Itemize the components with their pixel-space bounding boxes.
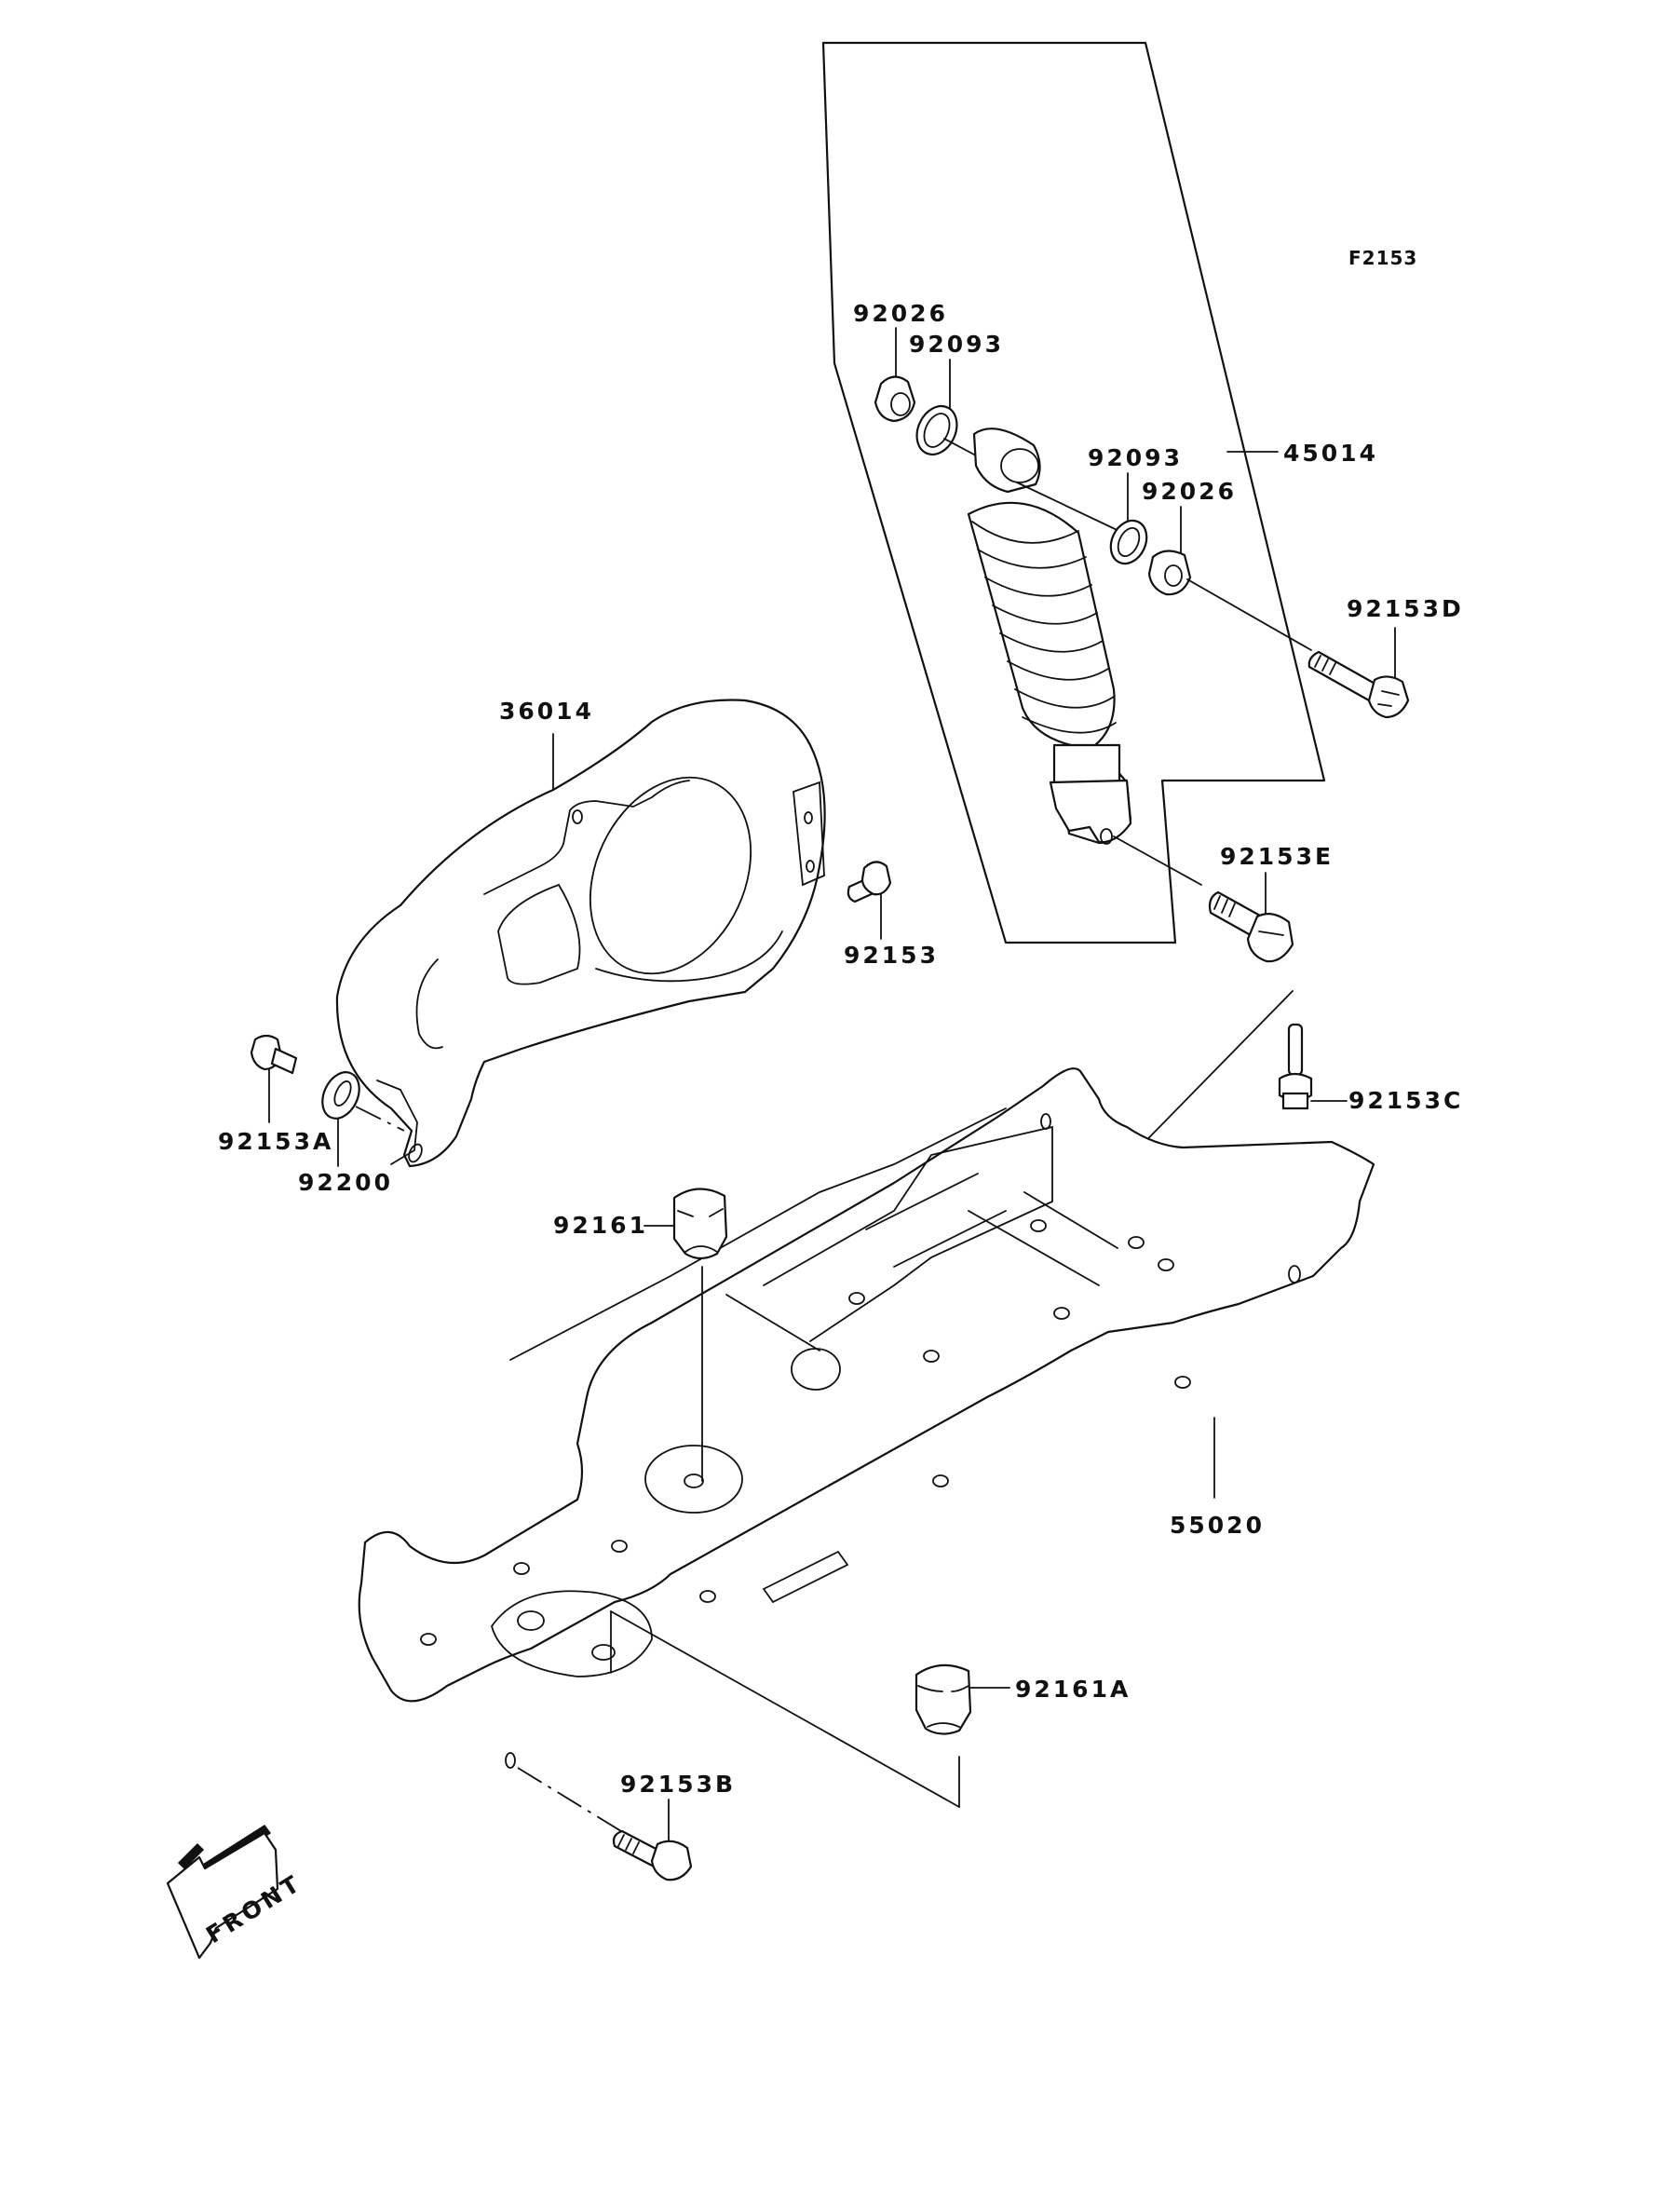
label-92161: 92161 <box>553 1212 648 1239</box>
damper-92161A-part <box>915 1664 972 1735</box>
shock-absorber-part <box>967 428 1132 845</box>
washer-92200-part <box>321 1071 360 1120</box>
belt-cover-part <box>335 699 826 1168</box>
label-92026-left: 92026 <box>853 300 948 327</box>
axis-line-right <box>1016 482 1128 536</box>
front-direction-arrow: FRONT <box>166 1824 307 1960</box>
label-55020: 55020 <box>1170 1512 1265 1539</box>
bolt-92153C-part <box>1278 1023 1313 1110</box>
axis-line-top <box>943 438 975 455</box>
axis-line-upper-bolt <box>1186 578 1312 651</box>
axis-line-lower-bolt <box>1113 835 1202 886</box>
frame-guard-part <box>358 1067 1375 1769</box>
bolt-92153E-part <box>1208 890 1294 963</box>
damper-92161-part <box>672 1188 728 1260</box>
diagram-reference-code: F2153 <box>1348 247 1417 269</box>
label-36014: 36014 <box>499 698 594 725</box>
label-92153D: 92153D <box>1347 595 1464 622</box>
seal-left-part <box>915 405 958 455</box>
seal-right-part <box>1109 519 1148 565</box>
collar-right-part <box>1147 550 1192 596</box>
assembly-outline <box>821 41 1326 944</box>
axis-line-92161A <box>610 1610 960 1808</box>
bolt-92153D-part <box>1307 650 1410 719</box>
label-92153: 92153 <box>844 942 939 969</box>
label-45014: 45014 <box>1283 440 1378 467</box>
bolt-92153B-part <box>612 1829 693 1881</box>
label-92026-right: 92026 <box>1142 478 1237 505</box>
label-92153B: 92153B <box>620 1771 736 1798</box>
label-92093-right: 92093 <box>1088 444 1183 471</box>
bolt-92153A-part <box>250 1034 298 1075</box>
axis-line-92153B <box>517 1767 634 1840</box>
shock-assembly-group: 45014 92026 92093 <box>821 41 1464 944</box>
label-92153A: 92153A <box>218 1128 333 1155</box>
axis-line-washer <box>355 1106 405 1132</box>
bolt-92153-part <box>847 861 892 903</box>
collar-left-part <box>874 375 916 423</box>
label-92093-left: 92093 <box>909 331 1004 358</box>
label-92200: 92200 <box>298 1169 393 1196</box>
label-92153E: 92153E <box>1220 843 1334 870</box>
label-92161A: 92161A <box>1015 1676 1131 1703</box>
label-92153C: 92153C <box>1348 1087 1463 1114</box>
